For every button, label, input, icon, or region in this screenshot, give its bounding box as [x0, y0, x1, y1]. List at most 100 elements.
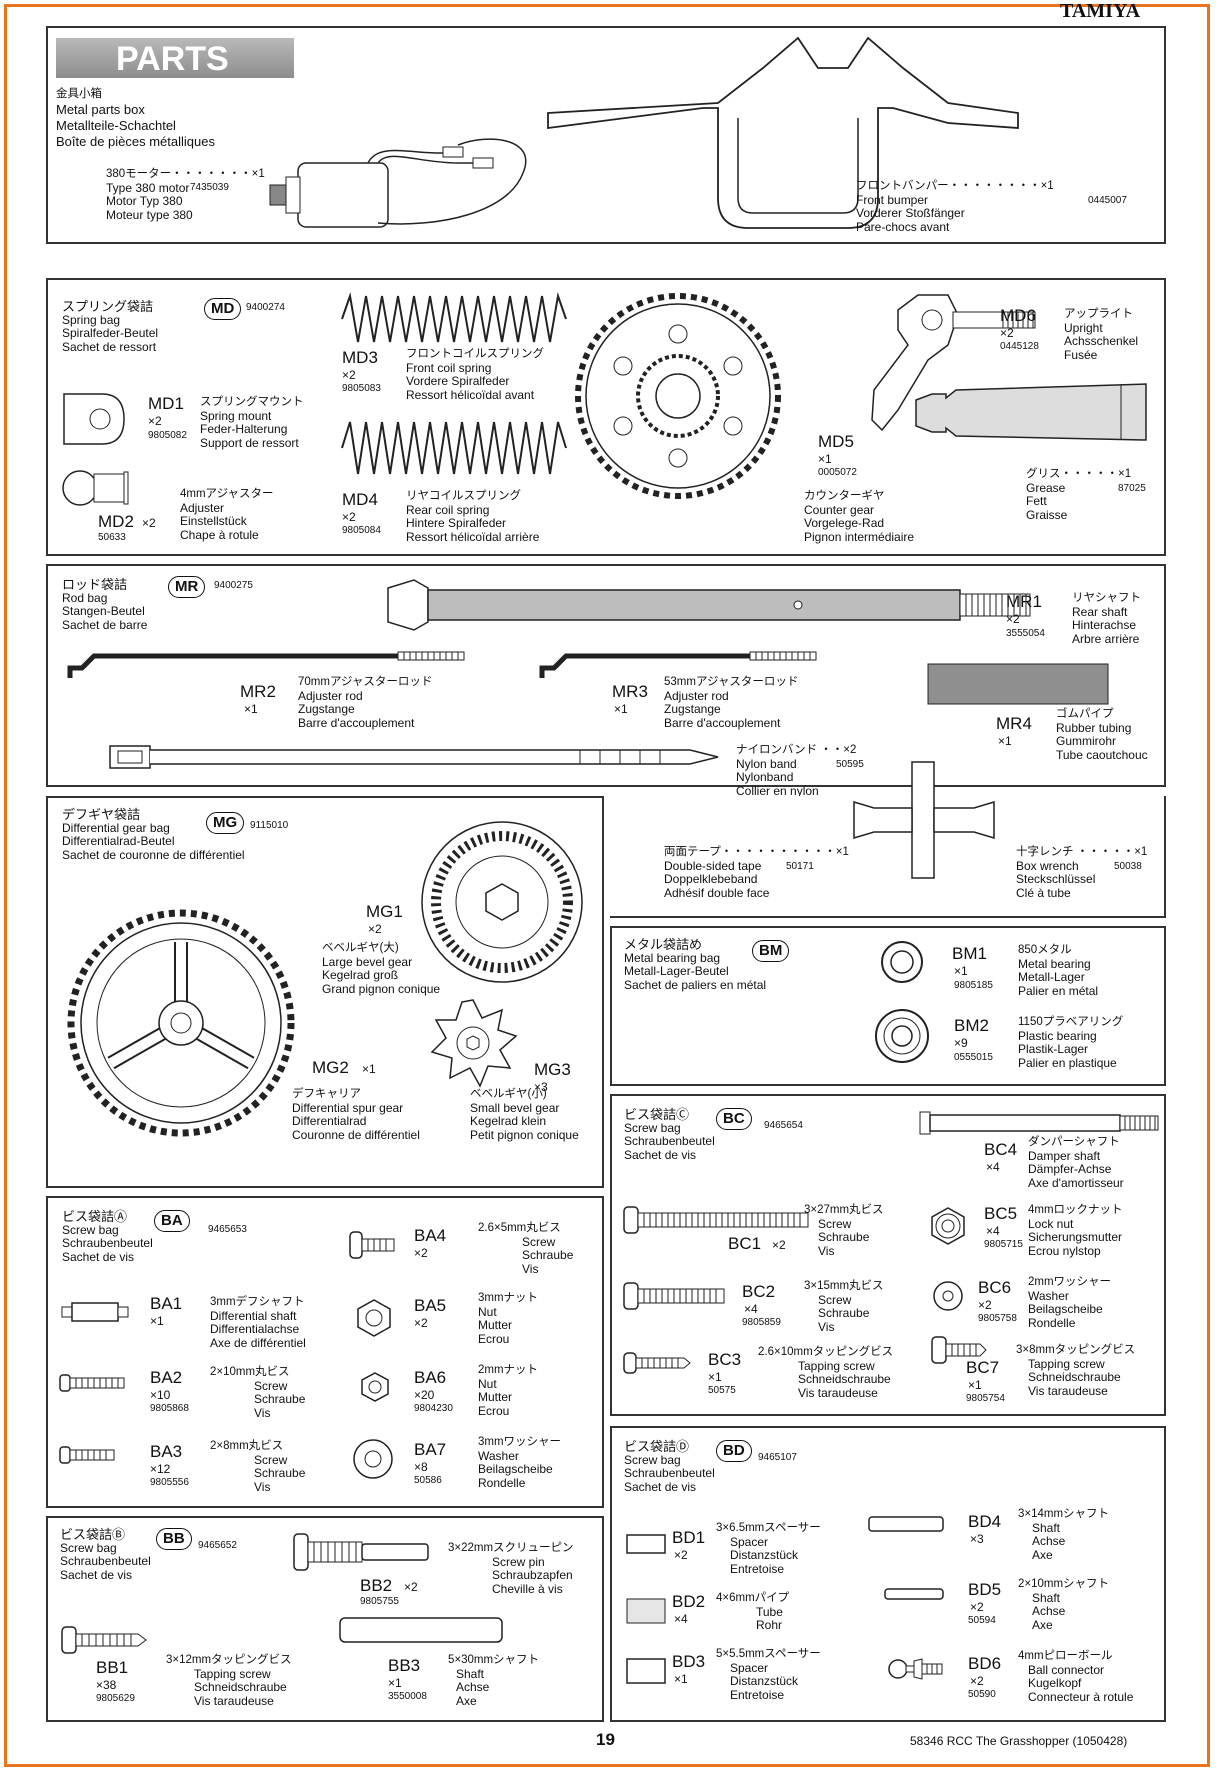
md1-part-no: 9805082: [148, 430, 187, 441]
bd5-part-no: 50594: [968, 1615, 996, 1626]
bd4-code: BD4: [968, 1512, 1002, 1531]
ba-bag-tag: BA: [154, 1210, 190, 1232]
bd2-qty: ×4: [674, 1612, 688, 1626]
bd2-code: BD2: [672, 1592, 706, 1611]
ba3-code: BA3: [150, 1442, 183, 1461]
bc7-part-no: 9805754: [966, 1393, 1005, 1404]
mr1-qty: ×2: [1006, 612, 1020, 626]
ba2-screw-drawing: [59, 1374, 125, 1392]
mg1-qty: ×2: [368, 922, 382, 936]
bb1-code: BB1: [96, 1658, 129, 1677]
motor-drawing: [269, 138, 527, 228]
mr4-qty: ×1: [998, 734, 1012, 748]
bb-bag-no: 9465652: [198, 1540, 237, 1551]
bc3-part-no: 50575: [708, 1385, 736, 1396]
mr1-code: MR1: [1006, 592, 1042, 611]
bb3-qty: ×1: [388, 1676, 402, 1690]
md6-upright-drawing: [871, 294, 1036, 432]
md2-code: MD2: [98, 512, 134, 531]
md4-part-no: 9805084: [342, 525, 381, 536]
md5-counter-gear-drawing: [575, 293, 781, 499]
bd4-qty: ×3: [970, 1532, 984, 1546]
mr2-adjuster-rod-drawing: [67, 651, 465, 678]
bd1-spacer-drawing: [626, 1534, 666, 1554]
bc1-qty: ×2: [772, 1238, 786, 1252]
ba3-qty: ×12: [150, 1462, 171, 1476]
md4-code: MD4: [342, 490, 378, 509]
bc7-tapping-screw-drawing: [931, 1336, 987, 1364]
mg1-large-bevel-gear-drawing: [421, 821, 583, 983]
ba5-nut-drawing: [357, 1299, 391, 1337]
md3-front-spring-drawing: [341, 292, 567, 343]
ba2-part-no: 9805868: [150, 1403, 189, 1414]
ba4-code: BA4: [414, 1226, 447, 1245]
tape-part-no: 50171: [786, 861, 814, 872]
ba6-nut-drawing: [361, 1372, 389, 1402]
nylon-band-part-no: 50595: [836, 759, 864, 770]
ba4-screw-drawing: [349, 1231, 395, 1259]
bc2-qty: ×4: [744, 1302, 758, 1316]
grease-tube-drawing: [915, 383, 1147, 441]
bm2-part-no: 0555015: [954, 1052, 993, 1063]
mr2-qty: ×1: [244, 702, 258, 716]
md6-part-no: 0445128: [1000, 341, 1039, 352]
ba1-code: BA1: [150, 1294, 183, 1313]
bd1-qty: ×2: [674, 1548, 688, 1562]
md6-code: MD6: [1000, 306, 1036, 325]
bm1-part-no: 9805185: [954, 980, 993, 991]
mr3-adjuster-rod-drawing: [539, 651, 817, 678]
front-bumper-part-no: 0445007: [1088, 195, 1127, 206]
mg2-qty: ×1: [362, 1062, 376, 1076]
bc5-lock-nut-drawing: [931, 1207, 965, 1245]
parts-title-banner: PARTS: [56, 38, 294, 78]
ba5-qty: ×2: [414, 1316, 428, 1330]
ba-bag-no: 9465653: [208, 1224, 247, 1235]
mg1-code: MG1: [366, 902, 403, 921]
bb2-part-no: 9805755: [360, 1596, 399, 1607]
nylon-band-drawing: [109, 745, 719, 769]
bd6-part-no: 50590: [968, 1689, 996, 1700]
ba6-code: BA6: [414, 1368, 447, 1387]
md2-qty: ×2: [142, 516, 156, 530]
bm1-code: BM1: [952, 944, 987, 963]
model-footer: 58346 RCC The Grasshopper (1050428): [910, 1734, 1128, 1748]
bc4-qty: ×4: [986, 1160, 1000, 1174]
bd3-code: BD3: [672, 1652, 706, 1671]
